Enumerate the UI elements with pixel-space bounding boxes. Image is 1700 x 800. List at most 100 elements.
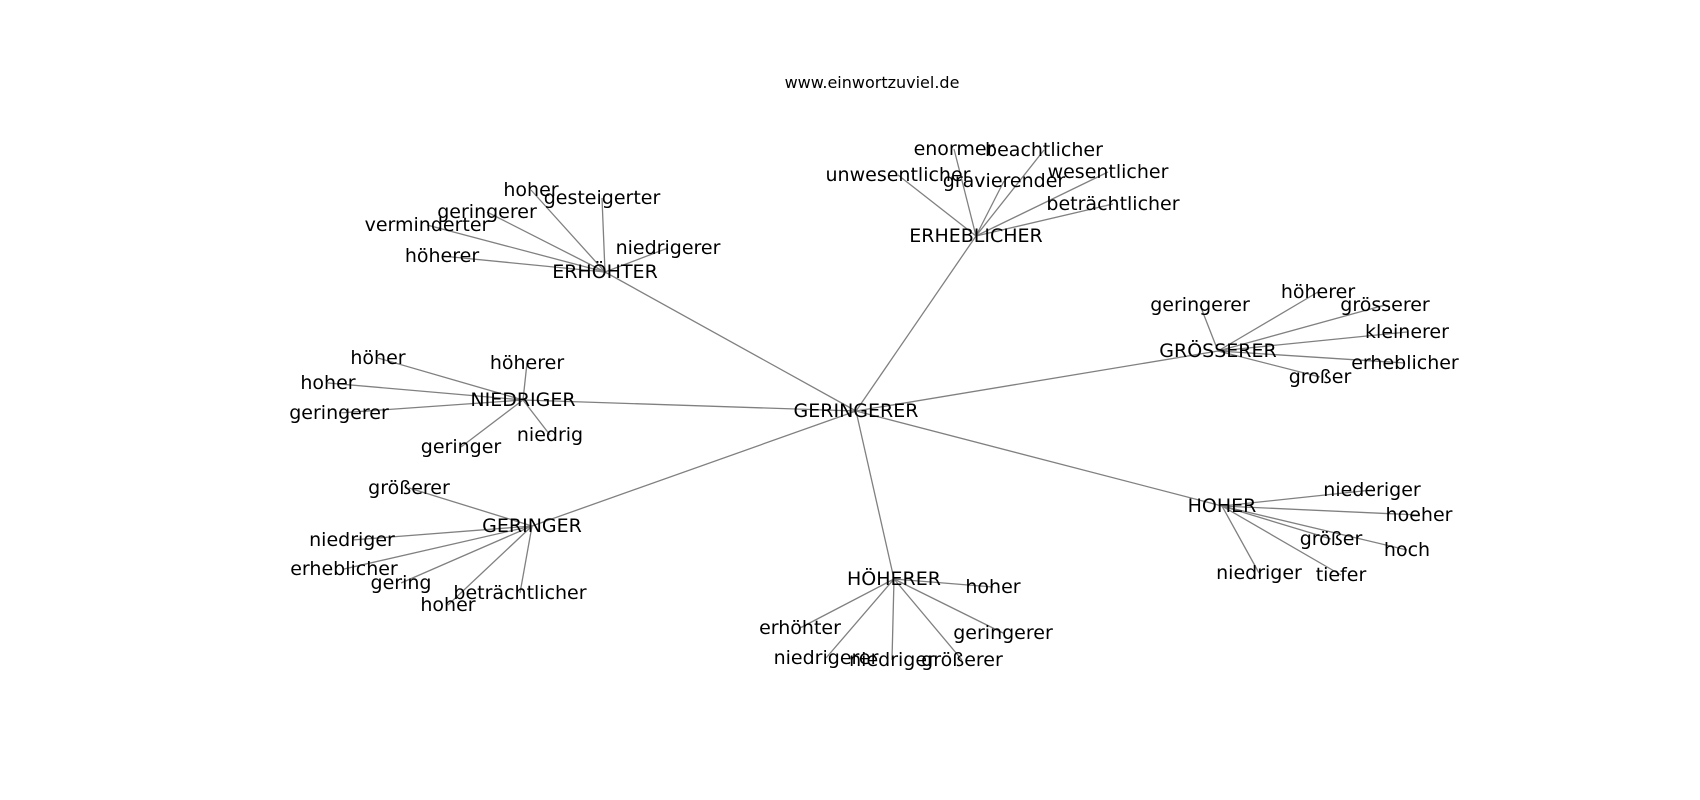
hub-leaf-edge xyxy=(441,255,606,273)
leaf-node-label: hoher xyxy=(300,372,355,394)
hub-node-label: ERHÖHTER xyxy=(552,260,658,283)
hub-leaf-edge xyxy=(327,382,524,401)
leaf-node-label: tiefer xyxy=(1316,564,1367,586)
hub-leaf-edge xyxy=(408,487,533,527)
hub-leaf-edge xyxy=(1217,350,1321,378)
leaf-node-label: höherer xyxy=(1281,281,1355,303)
hub-leaf-edge xyxy=(893,578,1004,634)
leaf-node-label: größerer xyxy=(368,477,450,499)
hub-leaf-edge xyxy=(1221,505,1420,516)
hub-leaf-edge xyxy=(447,525,533,606)
hub-leaf-edge xyxy=(893,578,994,588)
hub-node-label: ERHEBLICHER xyxy=(909,225,1042,247)
leaf-node-label: hoeher xyxy=(1386,504,1453,526)
leaf-node-label: niederiger xyxy=(1323,479,1421,501)
hub-leaf-edge xyxy=(1217,350,1406,364)
hub-node-label: HOHER xyxy=(1188,495,1257,517)
hub-leaf-edge xyxy=(1217,331,1408,352)
leaf-node-label: gesteigerter xyxy=(544,187,661,209)
leaf-node-label: niedriger xyxy=(1216,562,1302,584)
leaf-node-label: geringerer xyxy=(437,201,537,223)
hub-leaf-edge xyxy=(1221,505,1408,551)
hub-leaf-edge xyxy=(1217,304,1386,352)
leaf-node-label: hoch xyxy=(1384,539,1430,561)
hub-leaf-edge xyxy=(604,247,669,273)
hub-leaf-edge xyxy=(1199,304,1219,352)
leaf-node-label: gering xyxy=(371,572,432,594)
site-url: www.einwortzuviel.de xyxy=(785,73,960,92)
leaf-node-label: kleinerer xyxy=(1365,321,1449,343)
hub-leaf-edge xyxy=(975,203,1114,237)
center-hub-edge xyxy=(855,410,895,580)
leaf-node-label: größer xyxy=(1300,528,1363,550)
center-node-label: GERINGERER xyxy=(794,400,919,422)
leaf-node-label: hoher xyxy=(503,179,558,201)
hub-leaf-edge xyxy=(338,399,524,414)
hub-leaf-edge xyxy=(825,578,895,659)
hub-leaf-edge xyxy=(975,180,1005,237)
hub-leaf-edge xyxy=(893,578,963,661)
leaf-node-label: höher xyxy=(350,347,405,369)
leaf-node-label: niedrigerer xyxy=(616,237,721,259)
leaf-node-label: beträchtlicher xyxy=(1046,193,1179,215)
leaf-node-label: geringerer xyxy=(953,622,1053,644)
hub-leaf-edge xyxy=(1221,505,1342,576)
hub-node-label: HÖHERER xyxy=(847,567,941,590)
hub-leaf-edge xyxy=(975,149,1045,237)
leaf-node-label: gravierender xyxy=(943,170,1066,192)
labels-layer: GERINGERERERHÖHTERhohergesteigertergerin… xyxy=(289,138,1459,671)
leaf-node-label: grösserer xyxy=(1340,294,1430,316)
leaf-node-label: beträchtlicher xyxy=(453,582,586,604)
leaf-node-label: geringerer xyxy=(1150,294,1250,316)
hub-leaf-edge xyxy=(426,224,606,273)
hub-node-label: GRÖSSERER xyxy=(1159,339,1276,362)
leaf-node-label: enormer xyxy=(914,138,995,160)
hub-leaf-edge xyxy=(519,525,533,594)
hub-leaf-edge xyxy=(377,357,524,401)
leaf-node-label: höherer xyxy=(405,245,479,267)
hub-leaf-edge xyxy=(400,525,533,584)
leaf-node-label: niedrig xyxy=(517,424,583,446)
leaf-node-label: niedriger xyxy=(309,529,395,551)
leaf-node-label: beachtlicher xyxy=(985,139,1103,161)
center-hub-edge xyxy=(604,271,857,412)
hub-leaf-edge xyxy=(1221,489,1373,507)
edges-layer xyxy=(327,148,1420,661)
hub-leaf-edge xyxy=(1221,505,1260,574)
hub-leaf-edge xyxy=(343,525,533,570)
leaf-node-label: größerer xyxy=(921,649,1003,671)
hub-leaf-edge xyxy=(897,174,977,237)
center-hub-edge xyxy=(531,410,857,527)
center-hub-edge xyxy=(522,399,857,412)
leaf-node-label: großer xyxy=(1289,366,1352,388)
hub-leaf-edge xyxy=(799,578,895,629)
hub-leaf-edge xyxy=(953,148,977,237)
hub-leaf-edge xyxy=(522,362,528,401)
leaf-node-label: geringer xyxy=(421,436,502,458)
center-hub-edge xyxy=(855,350,1219,412)
hub-leaf-edge xyxy=(522,399,551,436)
leaf-node-label: unwesentlicher xyxy=(826,164,971,186)
hub-node-label: NIEDRIGER xyxy=(470,389,575,411)
hub-leaf-edge xyxy=(891,578,895,661)
leaf-node-label: verminderter xyxy=(365,214,490,236)
leaf-node-label: niedriger xyxy=(849,649,935,671)
hub-node-label: GERINGER xyxy=(482,515,582,537)
leaf-node-label: erheblicher xyxy=(290,558,398,580)
hub-leaf-edge xyxy=(1217,291,1319,352)
hub-leaf-edge xyxy=(486,211,606,273)
leaf-node-label: erheblicher xyxy=(1351,352,1459,374)
leaf-node-label: höherer xyxy=(490,352,564,374)
hub-leaf-edge xyxy=(601,197,606,273)
hub-leaf-edge xyxy=(530,189,606,273)
hub-leaf-edge xyxy=(351,525,533,541)
leaf-node-label: geringerer xyxy=(289,402,389,424)
center-hub-edge xyxy=(855,235,977,412)
hub-leaf-edge xyxy=(460,399,524,448)
hub-leaf-edge xyxy=(975,171,1109,237)
center-hub-edge xyxy=(855,410,1223,507)
leaf-node-label: erhöhter xyxy=(759,617,841,639)
leaf-node-label: niedrigerer xyxy=(774,647,879,669)
leaf-node-label: wesentlicher xyxy=(1048,161,1169,183)
